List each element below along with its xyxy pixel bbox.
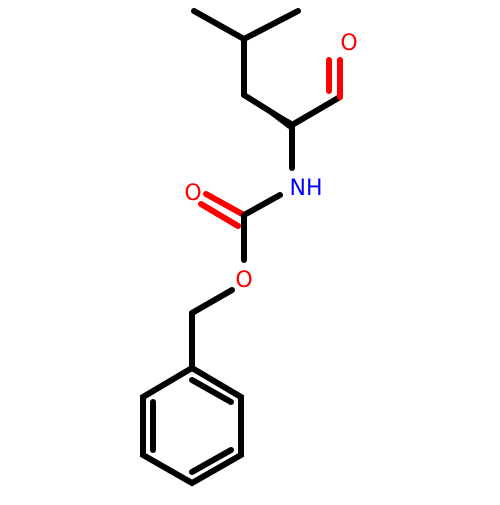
bond-methyl-right	[241, 8, 301, 42]
bond-group	[140, 8, 343, 487]
carbonyl-oxygen-label: O	[184, 181, 201, 206]
benzene-ring	[140, 364, 244, 487]
bond-alpha-to-cho	[289, 94, 343, 128]
aldehyde-oxygen-label: O	[340, 31, 357, 56]
ester-oxygen-label: O	[235, 268, 252, 293]
amide-nitrogen-label: NH	[290, 176, 323, 201]
stereo-wedge	[244, 95, 292, 130]
bond-n-to-carbonyl	[241, 192, 283, 218]
bond-ester-o-to-ch2	[189, 287, 235, 316]
ring-inner-bond-2	[189, 447, 234, 475]
ring-inner-bond-1	[189, 377, 234, 405]
bond-carbonyl-double-b	[198, 201, 241, 229]
bond-methyl-left	[191, 8, 247, 42]
bond-carbonyl-double-a	[203, 191, 247, 218]
